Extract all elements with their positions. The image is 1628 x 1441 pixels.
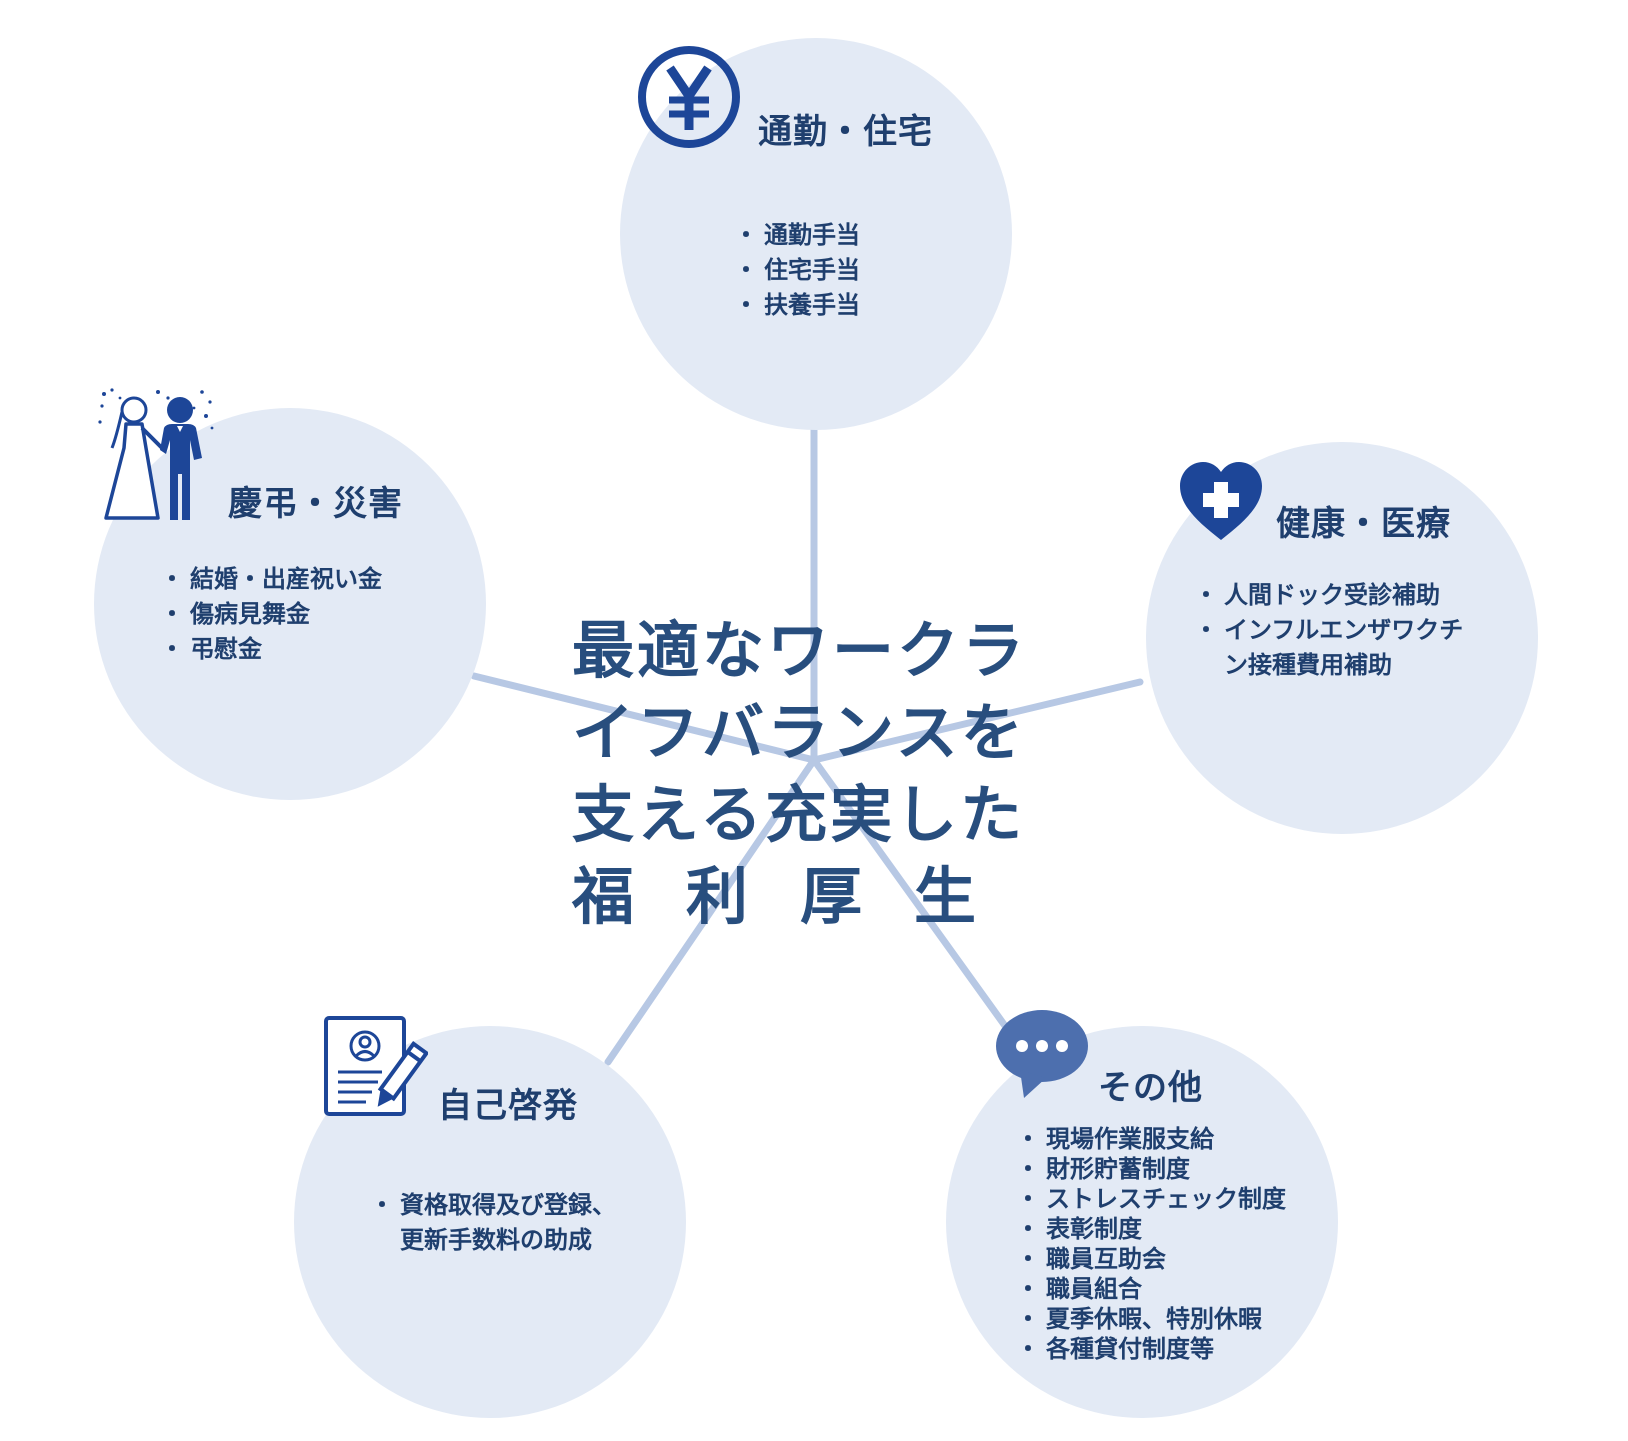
list-item: 人間ドック受診補助 (1194, 578, 1472, 613)
center-title-line-1: 最適なワークラ (572, 614, 1028, 687)
node-title-commute: 通勤・住宅 (758, 112, 933, 152)
connector-health (810, 678, 1144, 764)
heart-cross-icon (1180, 462, 1262, 540)
node-title-other: その他 (1098, 1068, 1203, 1108)
center-title-line-3: 支える充実した (572, 778, 1026, 851)
node-list-other: 現場作業服支給 財形貯蓄制度 ストレスチェック制度 表彰制度 職員互助会 職員組… (1016, 1124, 1324, 1364)
center-title-line-2: イフバランスを (572, 696, 1026, 769)
node-list-commute: 通勤手当 住宅手当 扶養手当 (734, 218, 962, 323)
connector-ceremony (470, 672, 818, 764)
yen-icon (638, 46, 740, 148)
list-item: 職員組合 (1016, 1274, 1324, 1304)
list-item: 通勤手当 (734, 218, 962, 253)
connector-selfdev (604, 756, 818, 1066)
list-item: 夏季休暇、特別休暇 (1016, 1304, 1324, 1334)
node-list-ceremony: 結婚・出産祝い金 傷病見舞金 弔慰金 (160, 562, 448, 667)
list-item: 扶養手当 (734, 288, 962, 323)
list-item: 結婚・出産祝い金 (160, 562, 448, 597)
node-list-health: 人間ドック受診補助 インフルエンザワクチン接種費用補助 (1194, 578, 1472, 683)
connector-other (810, 756, 1012, 1034)
list-item: 職員互助会 (1016, 1244, 1324, 1274)
list-item: 弔慰金 (160, 632, 448, 667)
list-item: 各種貸付制度等 (1016, 1334, 1324, 1364)
node-title-ceremony: 慶弔・災害 (228, 484, 403, 524)
list-item: ストレスチェック制度 (1016, 1184, 1324, 1214)
list-item: 資格取得及び登録、更新手数料の助成 (370, 1188, 616, 1258)
node-list-selfdev: 資格取得及び登録、更新手数料の助成 (370, 1188, 616, 1258)
center-title: 最適なワークラ イフバランスを 支える充実した 福利厚生 (572, 610, 1052, 938)
chat-bubble-icon (996, 1010, 1088, 1098)
list-item: 表彰制度 (1016, 1214, 1324, 1244)
list-item: 傷病見舞金 (160, 597, 448, 632)
node-title-selfdev: 自己啓発 (438, 1086, 578, 1126)
list-item: 財形貯蓄制度 (1016, 1154, 1324, 1184)
certificate-pen-icon (324, 1016, 428, 1116)
center-title-line-4: 福利厚生 (572, 860, 1029, 933)
node-title-health: 健康・医療 (1276, 504, 1451, 544)
list-item: 現場作業服支給 (1016, 1124, 1324, 1154)
list-item: 住宅手当 (734, 253, 962, 288)
list-item: インフルエンザワクチン接種費用補助 (1194, 613, 1472, 683)
wedding-couple-icon (98, 388, 214, 520)
